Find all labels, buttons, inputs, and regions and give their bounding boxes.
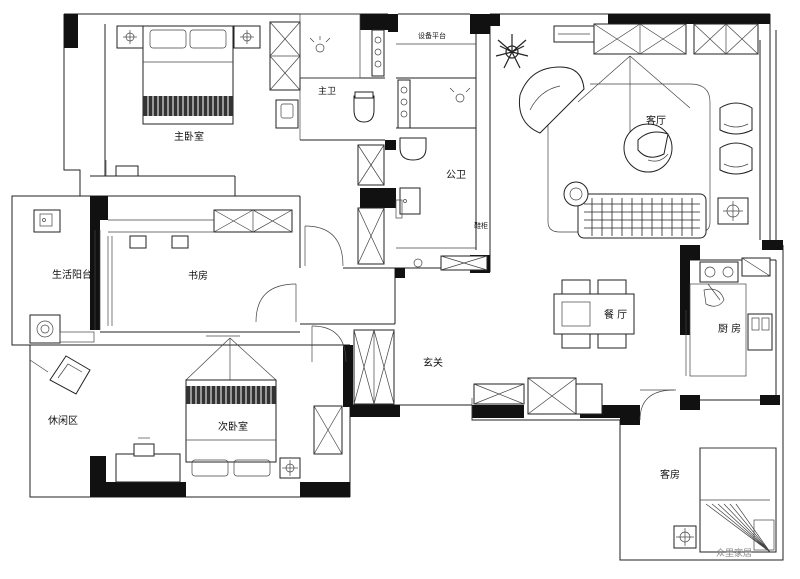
kitchen: 厨 房 — [639, 257, 773, 421]
room-label-guest-room: 客房 — [660, 468, 680, 481]
room-label-laundry-balcony: 生活阳台 — [52, 268, 92, 281]
master-bedroom: 主卧室 — [105, 21, 301, 177]
room-label-dining: 餐 厅 — [604, 308, 627, 321]
room-label-public-bath: 公卫 — [446, 170, 466, 181]
room-label-master-bath: 主卫 — [318, 85, 336, 97]
room-label-foyer: 玄关 — [423, 356, 443, 369]
plant-icon — [495, 34, 529, 69]
equipment-platform: 设备平台 — [396, 31, 476, 129]
room-label-kitchen: 厨 房 — [718, 322, 741, 335]
master-bath: 主卫 — [275, 13, 385, 140]
foyer: 玄关 — [311, 325, 603, 420]
laundry-balcony: 生活阳台 — [29, 209, 101, 344]
study: 书房 — [107, 209, 297, 326]
annotation-shoe-cabinet: 鞋柜 — [474, 221, 488, 230]
living-room: 客厅 — [495, 23, 759, 239]
dining: 餐 厅 — [553, 279, 635, 349]
second-bedroom: 次卧室 — [115, 335, 343, 483]
room-label-living-room: 客厅 — [646, 114, 666, 127]
room-label-second-bedroom: 次卧室 — [218, 420, 248, 433]
room-label-equipment-platform: 设备平台 — [418, 31, 446, 40]
room-label-study: 书房 — [188, 269, 208, 282]
lounge: 休闲区 — [29, 355, 91, 427]
room-label-master-bedroom: 主卧室 — [174, 130, 204, 143]
watermark-text: 众里家居 — [716, 547, 752, 559]
corridor-cabinets — [304, 144, 385, 267]
guest-room: 客房 — [660, 447, 777, 553]
public-bath: 公卫 鞋柜 — [395, 137, 488, 271]
room-label-lounge: 休闲区 — [48, 414, 78, 427]
